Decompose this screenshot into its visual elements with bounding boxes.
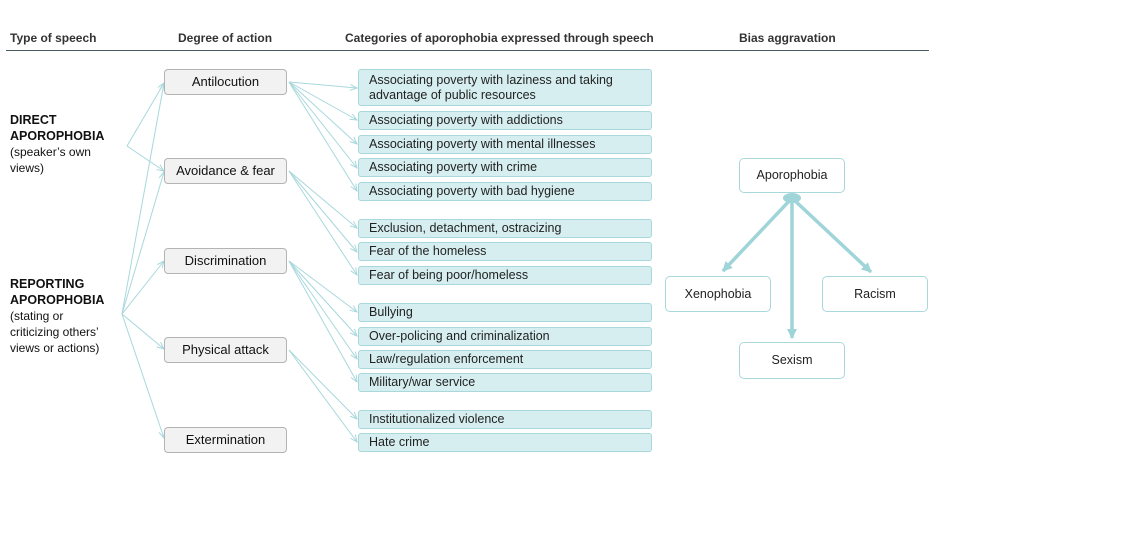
- reporting-desc-1: (stating or: [10, 309, 64, 323]
- link-reporting-attack: [121, 313, 164, 349]
- degree-antilocution: Antilocution: [164, 69, 287, 95]
- header-degree-of-action: Degree of action: [178, 31, 273, 45]
- link-attack-cat2: [288, 349, 357, 442]
- link-antilocution-cat3: [288, 81, 357, 144]
- category-addictions: Associating poverty with addictions: [358, 111, 652, 130]
- speech-type-direct: DIRECT APOROPHOBIA (speaker’s own views): [10, 112, 104, 176]
- link-reporting-extermination: [121, 313, 164, 438]
- direct-title-2: APOROPHOBIA: [10, 129, 105, 143]
- link-antilocution-cat4: [288, 81, 357, 168]
- category-mental-illnesses: Associating poverty with mental illnesse…: [358, 135, 652, 154]
- arrow-aporophobia-racism: [790, 196, 873, 274]
- speech-type-reporting: REPORTING APOROPHOBIA (stating or critic…: [10, 276, 104, 356]
- category-bad-hygiene: Associating poverty with bad hygiene: [358, 182, 652, 201]
- link-discrimination-cat4: [288, 260, 357, 382]
- link-discrimination-cat2: [288, 260, 357, 336]
- link-direct-antilocution: [126, 83, 164, 147]
- reporting-desc-2: criticizing others’: [10, 325, 99, 339]
- bias-xenophobia: Xenophobia: [665, 276, 771, 312]
- header-bias-aggravation: Bias aggravation: [739, 31, 836, 45]
- category-laziness: Associating poverty with laziness and ta…: [358, 69, 652, 106]
- link-reporting-discrimination: [121, 261, 164, 315]
- degree-physical-attack: Physical attack: [164, 337, 287, 363]
- arrow-hub: [783, 193, 801, 203]
- direct-title-1: DIRECT: [10, 113, 57, 127]
- direct-desc-2: views): [10, 161, 45, 175]
- degree-discrimination: Discrimination: [164, 248, 287, 274]
- category-hate-crime: Hate crime: [358, 433, 652, 452]
- header-type-of-speech: Type of speech: [10, 31, 97, 45]
- link-avoidance-cat3: [288, 170, 357, 275]
- link-avoidance-cat2: [288, 170, 357, 252]
- link-antilocution-cat5: [288, 81, 357, 191]
- category-exclusion: Exclusion, detachment, ostracizing: [358, 219, 652, 238]
- header-divider: [6, 50, 929, 51]
- link-reporting-antilocution: [121, 83, 164, 315]
- category-institutionalized-violence: Institutionalized violence: [358, 410, 652, 429]
- category-bullying: Bullying: [358, 303, 652, 322]
- reporting-title-2: APOROPHOBIA: [10, 293, 105, 307]
- header-categories: Categories of aporophobia expressed thro…: [345, 31, 654, 45]
- category-fear-homeless: Fear of the homeless: [358, 242, 652, 261]
- link-reporting-avoidance: [121, 172, 164, 315]
- link-avoidance-cat1: [288, 170, 357, 228]
- category-military-service: Military/war service: [358, 373, 652, 392]
- link-discrimination-cat1: [288, 260, 357, 312]
- link-direct-avoidance: [126, 145, 164, 171]
- category-over-policing: Over-policing and criminalization: [358, 327, 652, 346]
- link-antilocution-cat1: [288, 81, 357, 88]
- direct-desc-1: (speaker’s own: [10, 145, 91, 159]
- category-crime: Associating poverty with crime: [358, 158, 652, 177]
- arrow-aporophobia-xenophobia: [721, 196, 794, 273]
- bias-sexism: Sexism: [739, 342, 845, 379]
- degree-avoidance-fear: Avoidance & fear: [164, 158, 287, 184]
- link-attack-cat1: [288, 349, 357, 419]
- reporting-title-1: REPORTING: [10, 277, 85, 291]
- degree-extermination: Extermination: [164, 427, 287, 453]
- bias-racism: Racism: [822, 276, 928, 312]
- link-antilocution-cat2: [288, 81, 357, 120]
- category-fear-being-poor: Fear of being poor/homeless: [358, 266, 652, 285]
- link-discrimination-cat3: [288, 260, 357, 359]
- bias-aporophobia: Aporophobia: [739, 158, 845, 193]
- reporting-desc-3: views or actions): [10, 341, 100, 355]
- category-law-enforcement: Law/regulation enforcement: [358, 350, 652, 369]
